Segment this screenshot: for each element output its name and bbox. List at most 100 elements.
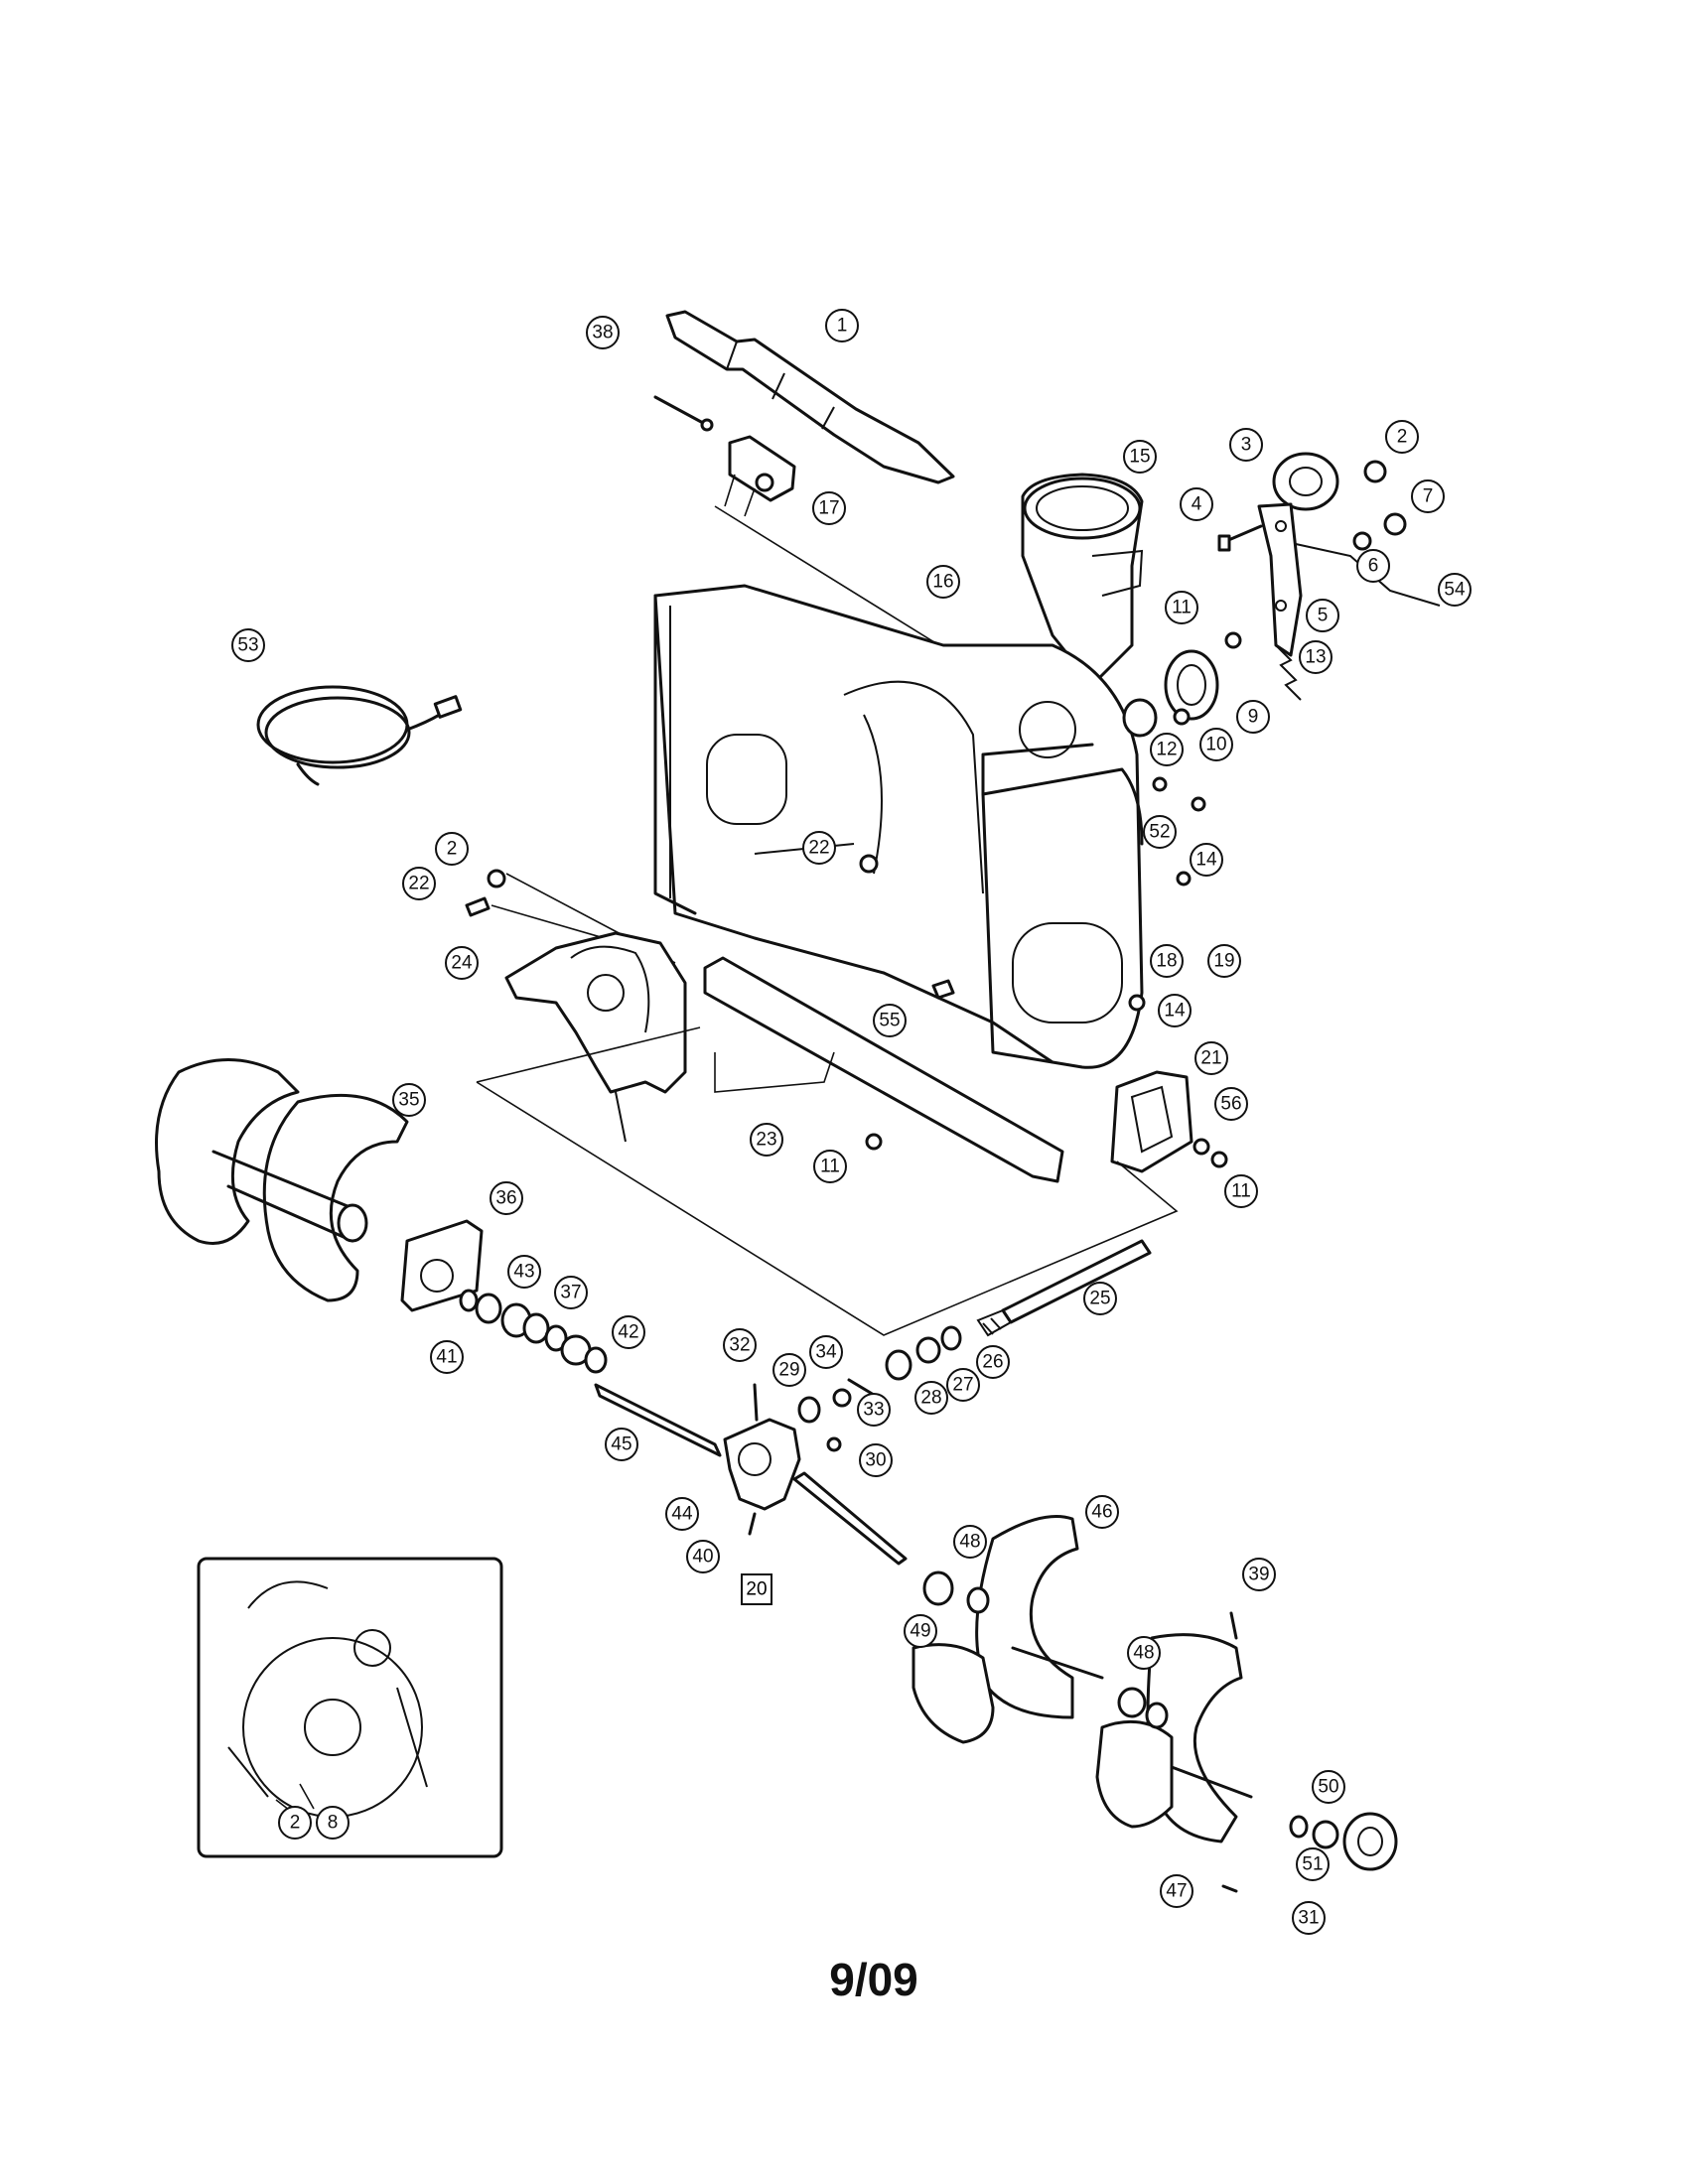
callout-label: 31 bbox=[1298, 1908, 1319, 1929]
callout-circle bbox=[1194, 1041, 1228, 1075]
callout-label: 11 bbox=[1172, 598, 1192, 618]
callout-18: 18 bbox=[1150, 944, 1184, 978]
callout-11: 11 bbox=[813, 1150, 847, 1183]
flange-bearing-part bbox=[1122, 631, 1242, 738]
callout-circle bbox=[1214, 1087, 1248, 1121]
idler-bracket-part bbox=[1257, 502, 1303, 657]
assembly-guide-lines bbox=[476, 1026, 1179, 1336]
callout-48: 48 bbox=[1127, 1636, 1161, 1670]
spring-part bbox=[1275, 644, 1302, 701]
callout-label: 40 bbox=[692, 1547, 713, 1568]
callout-8: 8 bbox=[316, 1806, 350, 1840]
callout-circle bbox=[586, 316, 620, 349]
power-cord-part bbox=[256, 685, 463, 786]
callout-56: 56 bbox=[1214, 1087, 1248, 1121]
callout-circle bbox=[1165, 591, 1198, 624]
callout-label: 53 bbox=[237, 635, 258, 656]
callout-51: 51 bbox=[1296, 1847, 1330, 1881]
callout-circle bbox=[946, 1368, 980, 1402]
callout-label: 11 bbox=[1231, 1181, 1251, 1202]
gearbox-part bbox=[594, 1383, 908, 1566]
pulley-part bbox=[1272, 452, 1387, 511]
callout-circle bbox=[750, 1123, 783, 1157]
callout-circle bbox=[1242, 1558, 1276, 1591]
frame-bracket-part bbox=[703, 956, 1064, 1183]
callout-circle bbox=[723, 1328, 757, 1362]
callout-47: 47 bbox=[1160, 1874, 1193, 1908]
callout-9: 9 bbox=[1236, 700, 1270, 734]
callout-26: 26 bbox=[976, 1345, 1010, 1379]
callout-49: 49 bbox=[904, 1614, 937, 1648]
auger-housing-part bbox=[653, 584, 1144, 1069]
callout-label: 16 bbox=[932, 572, 953, 593]
callout-circle bbox=[859, 1443, 893, 1477]
callout-label: 28 bbox=[920, 1388, 941, 1409]
callout-3: 3 bbox=[1229, 428, 1263, 462]
callout-label: 46 bbox=[1091, 1502, 1112, 1523]
callout-circle bbox=[1306, 599, 1339, 632]
callout-label: 7 bbox=[1423, 486, 1434, 507]
callout-48: 48 bbox=[953, 1525, 987, 1559]
callout-39: 39 bbox=[1242, 1558, 1276, 1591]
callout-12: 12 bbox=[1150, 733, 1184, 766]
callout-54: 54 bbox=[1438, 573, 1472, 607]
callout-circle bbox=[1143, 815, 1177, 849]
callout-label: 33 bbox=[863, 1400, 884, 1421]
callout-circle bbox=[665, 1497, 699, 1531]
callout-19: 19 bbox=[1207, 944, 1241, 978]
worm-shaft-part bbox=[976, 1239, 1152, 1337]
callout-7: 7 bbox=[1411, 479, 1445, 513]
callout-label: 26 bbox=[982, 1352, 1003, 1373]
callout-label: 24 bbox=[451, 953, 473, 974]
callout-label: 4 bbox=[1192, 494, 1202, 515]
callout-label: 12 bbox=[1156, 740, 1177, 760]
callout-circle bbox=[812, 491, 846, 525]
callout-circle bbox=[507, 1255, 541, 1289]
callout-label: 14 bbox=[1195, 850, 1217, 871]
callout-15: 15 bbox=[1123, 440, 1157, 474]
callout-45: 45 bbox=[605, 1428, 638, 1461]
callout-label: 41 bbox=[436, 1347, 457, 1368]
auger-part bbox=[155, 1058, 409, 1302]
callout-label: 43 bbox=[513, 1262, 534, 1283]
callout-43: 43 bbox=[507, 1255, 541, 1289]
callout-label: 32 bbox=[729, 1335, 750, 1356]
callout-circle bbox=[1150, 944, 1184, 978]
callout-16: 16 bbox=[926, 565, 960, 599]
callout-circle bbox=[1438, 573, 1472, 607]
callout-label: 6 bbox=[1368, 556, 1379, 577]
callout-6: 6 bbox=[1356, 549, 1390, 583]
callout-label: 50 bbox=[1318, 1777, 1338, 1798]
callout-label: 13 bbox=[1305, 647, 1326, 668]
callout-2: 2 bbox=[278, 1806, 312, 1840]
washer-set-part bbox=[832, 1325, 962, 1408]
callout-circle bbox=[1160, 1874, 1193, 1908]
callout-17: 17 bbox=[812, 491, 846, 525]
callout-21: 21 bbox=[1194, 1041, 1228, 1075]
callout-circle bbox=[857, 1393, 891, 1427]
callout-11: 11 bbox=[1224, 1174, 1258, 1208]
callout-22: 22 bbox=[802, 831, 836, 865]
bolt-part bbox=[931, 979, 955, 1000]
callout-label: 27 bbox=[952, 1375, 973, 1396]
callout-label: 2 bbox=[290, 1813, 301, 1834]
callout-circle bbox=[802, 831, 836, 865]
callout-label: 52 bbox=[1149, 822, 1170, 843]
callout-circle bbox=[809, 1335, 843, 1369]
callout-circle bbox=[430, 1340, 464, 1374]
callout-label: 48 bbox=[1133, 1643, 1154, 1664]
callout-label: 54 bbox=[1444, 580, 1466, 601]
callout-label: 55 bbox=[879, 1011, 900, 1031]
callout-label: 45 bbox=[611, 1434, 632, 1455]
callout-24: 24 bbox=[445, 946, 479, 980]
callout-circle bbox=[926, 565, 960, 599]
callout-label: 1 bbox=[837, 316, 848, 337]
callout-38: 38 bbox=[586, 316, 620, 349]
callout-label: 10 bbox=[1205, 735, 1226, 755]
callout-55: 55 bbox=[873, 1004, 907, 1037]
callout-circle bbox=[316, 1806, 350, 1840]
auger-flight-part bbox=[912, 1515, 1104, 1744]
callout-2: 2 bbox=[1385, 420, 1419, 454]
callout-label: 48 bbox=[959, 1532, 980, 1553]
callout-46: 46 bbox=[1085, 1495, 1119, 1529]
